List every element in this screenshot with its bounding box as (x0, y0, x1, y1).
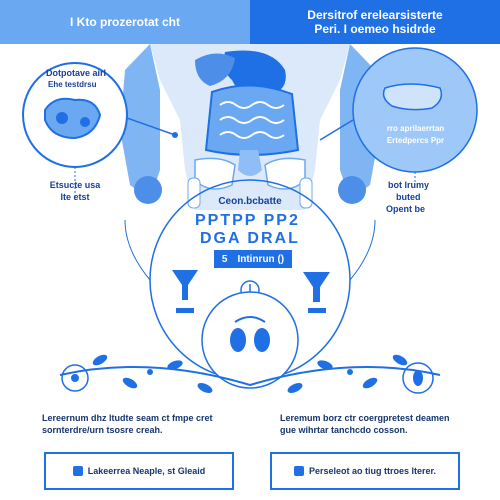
header-right-banner: Dersitrof erelearsisterte Peri. I oemeo … (250, 0, 500, 44)
left-inset-title: Dotpotave airl (46, 68, 107, 78)
left-caption-line2: Ite etst (60, 192, 90, 202)
bottom-left-line2: sornterdre/urn tsosre creah. (42, 425, 163, 435)
pelvis-bone (194, 157, 306, 190)
vine-left-ring (61, 364, 89, 392)
bottom-left-box: Lakeerrea Neaple, st Gleaid (44, 452, 234, 490)
header-right-line1: Dersitrof erelearsisterte (307, 8, 443, 22)
right-hand (338, 176, 366, 204)
center-pill: 5 Intinrun () (214, 250, 292, 268)
bottom-right-box: Perseleot ao tiug ttroes lterer. (270, 452, 460, 490)
left-kidney (230, 328, 246, 352)
funnel-icon-right (303, 272, 330, 302)
bottom-right-box-label: Perseleot ao tiug ttroes lterer. (308, 466, 437, 476)
right-caption-line1: bot lrumy (388, 180, 430, 190)
right-inset-organ (382, 83, 443, 111)
bottom-left-box-label: Lakeerrea Neaple, st Gleaid (87, 466, 206, 476)
info-icon (293, 466, 304, 476)
right-kidney (254, 328, 270, 352)
header-left-title: I Kto prozerotat cht (70, 15, 180, 29)
bottom-left-paragraph: Lereernum dhz ltudte seam ct fmpe cret s… (42, 412, 242, 436)
info-icon (72, 466, 83, 476)
right-inset-line2: Ertedpercs Ppr (386, 136, 445, 145)
funnel-icon-left (172, 270, 198, 300)
liver-organ (195, 53, 235, 86)
rectum-organ (238, 150, 262, 176)
stomach-organ (223, 50, 286, 97)
center-big-line2: DGA DRAL (200, 230, 300, 247)
vine-right-ring (402, 362, 434, 394)
left-caption-line1: Etsucte usa (49, 180, 101, 190)
right-caption-line2: buted (396, 192, 421, 202)
vine-leaves (92, 354, 408, 393)
decorative-vine (59, 366, 441, 387)
kidney-circle (201, 291, 299, 389)
left-inset-organ (44, 97, 102, 140)
bottom-right-line1: Leremum borz ctr coergpretest deamen (280, 413, 450, 423)
right-inset-line1: rro aprilaerrtan (386, 124, 445, 133)
right-caption-line3: Opent be (386, 204, 426, 214)
left-inset-subtitle: Ehe testdrsu (48, 80, 97, 89)
header-left-banner: I Kto prozerotat cht (0, 0, 250, 44)
header-right-line2: Peri. I oemeo hsidrde (314, 22, 436, 36)
pill-label: Intinrun () (237, 253, 285, 265)
center-big-line1: PPTPP PP2 (195, 212, 300, 229)
bottom-left-line1: Lereernum dhz ltudte seam ct fmpe cret (42, 413, 213, 423)
center-title: Ceon.bcbatte (218, 196, 282, 207)
left-hand (134, 176, 162, 204)
bottom-right-line2: gue wihrtar tanchcdo cosson. (280, 425, 408, 435)
pill-number: 5 (221, 253, 228, 265)
bottom-right-paragraph: Leremum borz ctr coergpretest deamen gue… (280, 412, 480, 436)
